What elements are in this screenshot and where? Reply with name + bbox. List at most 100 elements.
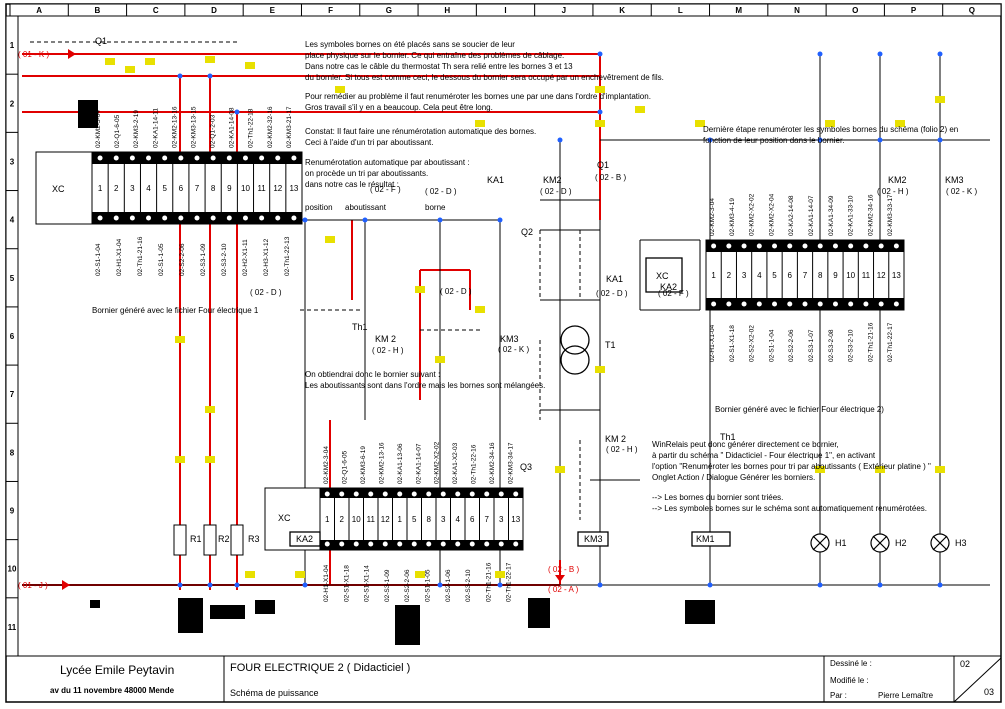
row-label-10: 10 bbox=[8, 565, 17, 574]
node-marker bbox=[475, 120, 485, 127]
column-label-c: C bbox=[153, 6, 159, 15]
strip1-top-label: 02-KM3-2-19 bbox=[133, 110, 140, 148]
row-label-2: 2 bbox=[10, 99, 15, 108]
svg-text:( 02 - D ): ( 02 - D ) bbox=[440, 287, 472, 296]
svg-text:( 02 - F ): ( 02 - F ) bbox=[658, 289, 689, 298]
node-marker bbox=[935, 466, 945, 473]
strip2-top-label: 02-KM2-34-16 bbox=[867, 194, 874, 236]
terminal-strip1-11: 12 bbox=[273, 184, 282, 193]
svg-text:( 02 - D ): ( 02 - D ) bbox=[425, 187, 457, 196]
note-last-step: Dernière étape renuméroter les symboles … bbox=[703, 125, 958, 145]
column-label-d: D bbox=[211, 6, 217, 15]
folio-number: 02 bbox=[960, 659, 971, 669]
strip3-bottom-label: 02-S1-X1-18 bbox=[343, 565, 350, 602]
terminal-strip2-5: 6 bbox=[788, 271, 793, 280]
strip3-bottom-label: 02-Th1-22-17 bbox=[506, 562, 513, 602]
junction-dot bbox=[302, 217, 308, 223]
terminal-strip2-12: 13 bbox=[892, 271, 901, 280]
junction-dot bbox=[597, 51, 603, 57]
row-label-1: 1 bbox=[10, 41, 15, 50]
svg-text:borne: borne bbox=[425, 203, 446, 212]
title-block-frame bbox=[6, 655, 1002, 703]
strip2-top-label: 02-KM3-33-17 bbox=[887, 194, 894, 236]
terminal-strip3-7: 8 bbox=[427, 515, 432, 524]
row-label-5: 5 bbox=[10, 274, 15, 283]
modified-date-label: Modifié le : bbox=[830, 676, 869, 685]
strip1-top-label: 02-Q1-2-03 bbox=[210, 114, 217, 148]
terminal-strip2-10: 11 bbox=[862, 271, 871, 280]
column-label-a: A bbox=[36, 6, 42, 15]
coils bbox=[289, 257, 731, 547]
terminal-strip3-0: 1 bbox=[325, 515, 330, 524]
strip1-top-label: 02-KA1-14-08 bbox=[229, 107, 236, 148]
terminal-strip1-1: 2 bbox=[114, 184, 119, 193]
node-marker bbox=[495, 571, 505, 578]
node-marker bbox=[245, 62, 255, 69]
label-q1: Q1 bbox=[95, 36, 107, 46]
strip2-bottom-label: 02-S1-X1-18 bbox=[729, 325, 736, 362]
node-marker bbox=[635, 106, 645, 113]
label-coil-km1: KM1 bbox=[696, 534, 715, 544]
column-label-m: M bbox=[735, 6, 742, 15]
node-marker bbox=[295, 571, 305, 578]
label-coil-ka2: KA2 bbox=[296, 534, 313, 544]
label-r2: R2 bbox=[218, 534, 230, 544]
node-marker bbox=[145, 58, 155, 65]
dense-areas bbox=[78, 100, 715, 645]
strip3-top-label: 02-Q1-6-05 bbox=[341, 450, 348, 484]
junction-dot bbox=[937, 51, 943, 57]
junction-dot bbox=[877, 582, 883, 588]
node-marker bbox=[595, 366, 605, 373]
junction-dot bbox=[497, 217, 503, 223]
strip1-bottom-label: 02-S1-1-05 bbox=[158, 243, 165, 276]
strip1-top-label: 02-KM2-32-16 bbox=[267, 106, 274, 148]
column-label-p: P bbox=[911, 6, 917, 15]
node-marker bbox=[815, 466, 825, 473]
label-km2: KM2 bbox=[543, 175, 562, 185]
terminal-strip1-4: 5 bbox=[162, 184, 167, 193]
label-xc3: XC bbox=[656, 271, 669, 281]
strip3-top-label: 02-KM2-34-16 bbox=[489, 442, 496, 484]
strip2-bottom-label: 02-S2-X2-02 bbox=[749, 325, 756, 362]
row-label-3: 3 bbox=[10, 157, 15, 166]
strip2-top-label: 02-KA2-14-08 bbox=[788, 195, 795, 236]
junction-dot bbox=[557, 137, 563, 143]
svg-text:Les symboles bornes on été pla: Les symboles bornes on été placés sans s… bbox=[305, 40, 515, 49]
svg-text:Ceci à l'aide d'un tri par abo: Ceci à l'aide d'un tri par aboutissant. bbox=[305, 138, 433, 147]
reference-labels: ( 01 - K ) ( 01 - J ) ( 02 - B ) ( 02 - … bbox=[18, 50, 579, 594]
sheet-title: FOUR ELECTRIQUE 2 ( Didacticiel ) bbox=[230, 662, 411, 674]
row-label-4: 4 bbox=[10, 216, 15, 225]
strip3-top-label: 02-KA1-X2-03 bbox=[452, 442, 459, 484]
terminal-strip1-3: 4 bbox=[146, 184, 151, 193]
strip2-bottom-label: 02-S3-1-07 bbox=[808, 329, 815, 362]
node-marker bbox=[595, 86, 605, 93]
junction-dot bbox=[707, 582, 713, 588]
ref-out-02-b: ( 02 - B ) bbox=[548, 565, 579, 574]
note-result: On obtiendrai donc le bornier suivant : … bbox=[305, 370, 545, 390]
note-winrelais: WinRelais peut donc générer directement … bbox=[652, 440, 931, 513]
strip3-top-label: 02-KA1-14-07 bbox=[415, 443, 422, 484]
junction-dot bbox=[707, 137, 713, 143]
column-label-f: F bbox=[328, 6, 333, 15]
node-marker bbox=[555, 466, 565, 473]
column-label-e: E bbox=[270, 6, 276, 15]
strip3-bottom-label: 02-S1-1-05 bbox=[425, 569, 432, 602]
author-label: Par : bbox=[830, 691, 847, 700]
author-name: Pierre Lemaître bbox=[878, 691, 934, 700]
label-coil-km3: KM3 bbox=[584, 534, 603, 544]
strip1-top-label: 02-Th1-22-18 bbox=[248, 108, 255, 148]
terminal-strip3-13: 13 bbox=[511, 515, 520, 524]
strip3-bottom-label: 02-H1-X1-04 bbox=[323, 564, 330, 602]
svg-text:( 02 - F ): ( 02 - F ) bbox=[370, 185, 401, 194]
strip3-top-label: 02-KM3-6-19 bbox=[360, 446, 367, 484]
column-label-q: Q bbox=[969, 6, 975, 15]
transformer-t1 bbox=[560, 325, 590, 375]
label-t1: T1 bbox=[605, 340, 616, 350]
strip3-top-label: 02-KA1-13-06 bbox=[397, 443, 404, 484]
node-marker bbox=[205, 406, 215, 413]
caption-strip-2: Bornier généré avec le fichier Four élec… bbox=[715, 405, 884, 414]
